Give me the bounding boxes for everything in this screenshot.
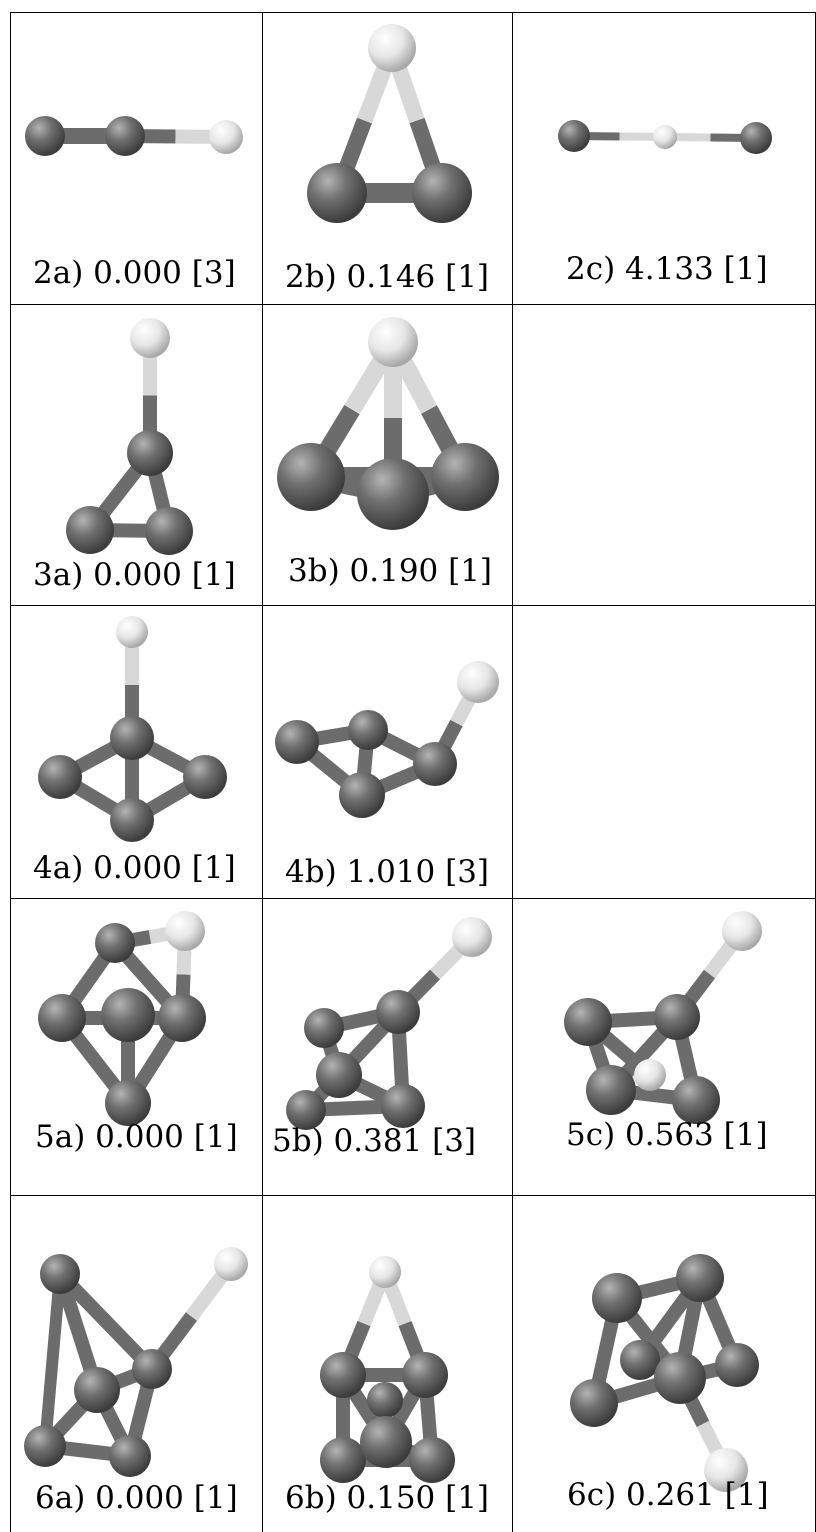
atom-6c-1 xyxy=(620,1340,660,1380)
caption-6c: 6c) 0.261 [1] xyxy=(567,1477,769,1513)
caption-6b: 6b) 0.150 [1] xyxy=(285,1480,490,1516)
atom-4a-3 xyxy=(110,798,154,842)
atom-6c-5 xyxy=(570,1379,618,1427)
atom-6b-2 xyxy=(320,1352,366,1398)
atom-5a-5 xyxy=(101,988,155,1042)
atom-2b-1 xyxy=(307,163,367,223)
atom-6a-2 xyxy=(24,1425,66,1467)
atom-4a-2 xyxy=(183,755,227,799)
atom-4a-4 xyxy=(110,716,154,760)
caption-6a: 6a) 0.000 [1] xyxy=(35,1480,238,1516)
atom-3a-2 xyxy=(145,507,193,555)
atom-5c-h xyxy=(722,911,762,951)
caption-5c: 5c) 0.563 [1] xyxy=(566,1117,768,1153)
table-rule-top xyxy=(10,12,816,13)
atom-6b-3 xyxy=(402,1352,448,1398)
atom-2a-1 xyxy=(25,116,65,156)
atom-6b-h xyxy=(369,1256,401,1288)
atom-5b-2 xyxy=(286,1090,326,1130)
atom-4b-2 xyxy=(275,720,319,764)
atom-5a-2 xyxy=(38,994,86,1042)
atom-4a-1 xyxy=(38,755,82,799)
atom-3b-1 xyxy=(277,443,345,511)
caption-2a: 2a) 0.000 [3] xyxy=(33,255,236,291)
atom-5a-3 xyxy=(158,994,206,1042)
atom-6c-2 xyxy=(592,1273,642,1323)
atom-2a-h xyxy=(209,120,243,154)
atom-4b-4 xyxy=(339,772,385,818)
atom-5c-3 xyxy=(654,994,700,1040)
atom-5c-2 xyxy=(564,998,612,1046)
atom-3a-3 xyxy=(127,430,173,476)
atom-2c-h xyxy=(653,125,677,149)
atom-5b-h xyxy=(452,917,492,957)
atom-4b-3 xyxy=(413,742,457,786)
atom-4b-1 xyxy=(348,710,388,750)
table-rule-3 xyxy=(10,898,816,899)
atom-2b-h xyxy=(368,24,416,72)
table-rule-col2 xyxy=(512,12,513,1532)
atom-6a-3 xyxy=(109,1435,151,1477)
bond-6a-1 xyxy=(54,1269,158,1374)
caption-4b: 4b) 1.010 [3] xyxy=(285,854,490,890)
atom-5b-3 xyxy=(381,1084,425,1128)
bond-6a-3 xyxy=(39,1273,66,1447)
atom-5a-1 xyxy=(95,923,135,963)
table-rule-left xyxy=(10,12,11,1532)
atom-2b-2 xyxy=(412,163,472,223)
atom-6a-5 xyxy=(74,1367,120,1413)
atom-6a-1 xyxy=(40,1254,80,1294)
atom-6a-4 xyxy=(132,1349,172,1389)
caption-2b: 2b) 0.146 [1] xyxy=(285,259,490,295)
caption-3a: 3a) 0.000 [1] xyxy=(33,557,236,593)
atom-2c-2 xyxy=(740,122,772,154)
caption-2c: 2c) 4.133 [1] xyxy=(566,251,768,287)
atom-5b-5 xyxy=(316,1052,362,1098)
table-rule-4 xyxy=(10,1195,816,1196)
atom-6c-6 xyxy=(654,1352,706,1404)
atom-6c-4 xyxy=(715,1343,759,1387)
atom-6a-h xyxy=(214,1247,248,1281)
atom-6b-6 xyxy=(360,1416,412,1468)
atom-6c-3 xyxy=(676,1254,724,1302)
atom-3b-h xyxy=(368,317,418,367)
table-rule-2 xyxy=(10,605,816,606)
atom-4b-h xyxy=(457,661,499,703)
atom-6c-h xyxy=(704,1448,748,1492)
table-rule-1 xyxy=(10,304,816,305)
atom-4a-h xyxy=(116,616,148,648)
atom-5c-4 xyxy=(586,1065,636,1115)
atom-5a-4 xyxy=(105,1080,151,1126)
atom-5c-1 xyxy=(634,1059,666,1091)
atom-2a-2 xyxy=(105,116,145,156)
atom-3b-3 xyxy=(357,458,429,530)
atom-5b-4 xyxy=(376,990,420,1034)
caption-5b: 5b) 0.381 [3] xyxy=(272,1123,477,1159)
atom-6b-1 xyxy=(367,1382,403,1418)
atom-6b-4 xyxy=(320,1437,366,1483)
atom-5c-5 xyxy=(672,1076,720,1124)
atom-2c-1 xyxy=(558,120,590,152)
caption-4a: 4a) 0.000 [1] xyxy=(33,850,236,886)
table-rule-col1 xyxy=(262,12,263,1532)
atom-5b-1 xyxy=(304,1008,344,1048)
atom-5a-h xyxy=(165,911,205,951)
caption-5a: 5a) 0.000 [1] xyxy=(35,1119,238,1155)
atom-3a-1 xyxy=(66,506,114,554)
atom-3a-h xyxy=(130,318,170,358)
caption-3b: 3b) 0.190 [1] xyxy=(288,553,493,589)
atom-3b-2 xyxy=(431,443,499,511)
atom-6b-5 xyxy=(409,1437,455,1483)
